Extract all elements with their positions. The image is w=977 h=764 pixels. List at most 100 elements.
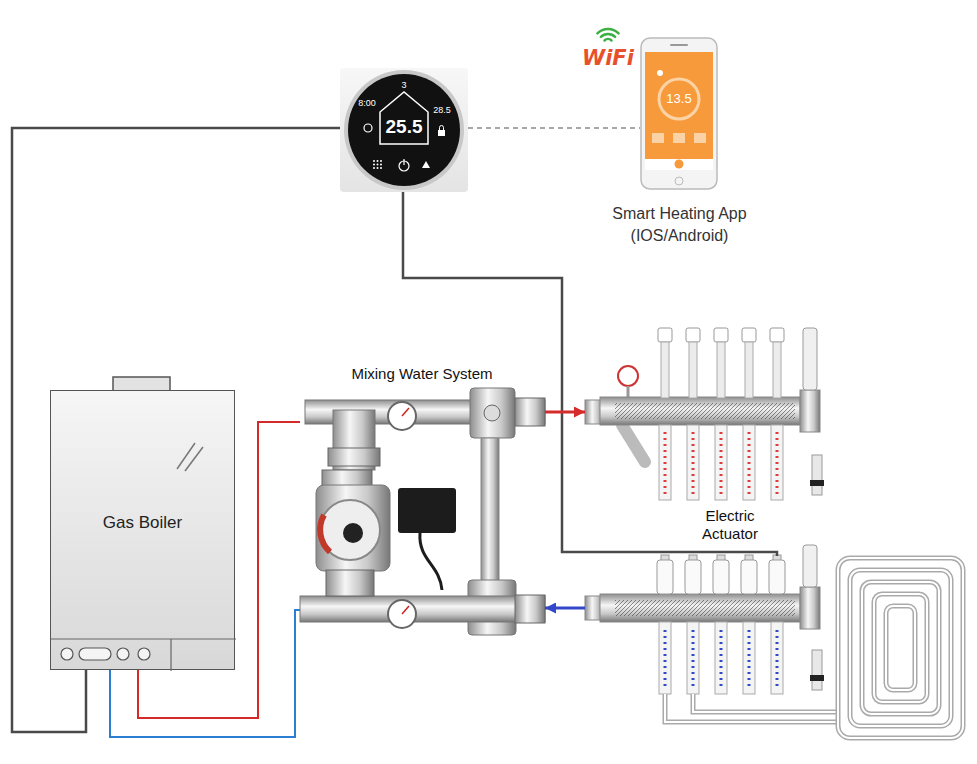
manifold-illustration — [769, 555, 785, 694]
mixing-water-system: Mixing Water System — [300, 362, 545, 645]
smartphone-shape — [645, 159, 713, 170]
floor-heating-coil — [838, 558, 963, 738]
thermostat-unit-shape — [440, 126, 444, 131]
set-temperature: 28.5 — [431, 105, 453, 116]
mixing-unit-illustration — [481, 438, 499, 588]
floor-heating-coil — [862, 582, 939, 714]
mixing-unit-illustration — [300, 388, 545, 635]
mixing-unit-illustration — [484, 405, 500, 421]
manifold-illustration — [600, 594, 800, 622]
floor-heating-coil — [862, 582, 939, 714]
wifi-logo-text: WiFi — [582, 46, 634, 70]
boiler-label: Gas Boiler — [51, 513, 234, 533]
manifold-illustration — [714, 328, 728, 500]
manifold-illustration — [800, 390, 820, 432]
boiler-flue — [113, 377, 170, 391]
thermostat-unit-shape — [348, 74, 460, 186]
mixing-unit-illustration — [320, 500, 380, 560]
smartphone-shape — [675, 160, 684, 169]
smartphone-shape — [640, 37, 718, 190]
mixing-label: Mixing Water System — [322, 365, 522, 383]
channel-number: 3 — [394, 80, 414, 91]
smartphone-shape — [671, 44, 687, 46]
manifold-illustration — [741, 555, 757, 694]
thermostat-unit-shape — [403, 159, 404, 165]
floor-heating-coil — [886, 606, 915, 690]
manifold-illustration — [585, 328, 824, 694]
mixing-unit-illustration — [398, 488, 456, 533]
mixing-unit-illustration — [402, 408, 409, 416]
wifi-signal-icon — [597, 29, 618, 40]
manifold-illustration — [622, 425, 645, 462]
manifold-illustration — [627, 386, 630, 397]
thermostat-unit-shape — [422, 161, 430, 168]
manifold-illustration — [800, 587, 820, 629]
smartphone-shape — [659, 79, 699, 119]
manifold-illustration — [685, 555, 701, 694]
thermostat-unit-shape — [344, 70, 464, 190]
gas-boiler-shape — [79, 648, 111, 660]
thermostat-unit-shape — [373, 167, 375, 169]
app-temperature: 13.5 — [659, 91, 699, 107]
clock-time: 8:00 — [356, 98, 378, 109]
mixing-unit-illustration — [343, 523, 363, 543]
smartphone-shape — [675, 177, 683, 185]
manifold-illustration — [803, 545, 817, 587]
manifold-illustration — [810, 675, 824, 681]
thermostat-unit-shape — [380, 160, 382, 162]
wifi-signal-icon — [605, 39, 612, 40]
thermostat-unit-shape — [364, 124, 372, 132]
floor-heating-coil — [850, 570, 951, 726]
thermostat-unit: 3 8:0025.528.5 — [340, 68, 468, 192]
manifold-illustration — [812, 455, 822, 495]
smartphone-shape — [645, 52, 713, 170]
floor-heating-coil — [693, 694, 838, 712]
manifold-with-actuators: Electric Actuator — [585, 320, 835, 705]
smartphone-shape — [641, 38, 717, 189]
floor-heating-coil — [665, 694, 838, 722]
gas-boiler-shape — [138, 648, 150, 660]
room-temperature: 25.5 — [380, 116, 428, 139]
thermostat-unit-shape — [373, 160, 382, 169]
smartphone: 13.5Smart Heating App (IOS/Android) — [640, 37, 718, 190]
manifold-illustration — [658, 328, 672, 500]
manifold-illustration — [618, 366, 638, 386]
actuator-label: Electric Actuator — [685, 507, 775, 543]
manifold-illustration — [615, 403, 795, 419]
floor-heating-coil — [838, 558, 963, 738]
manifold-illustration — [686, 328, 700, 500]
return-flow-arrow — [545, 607, 585, 610]
thermostat-unit-shape — [377, 160, 379, 162]
mixing-unit-illustration — [388, 402, 416, 430]
manifold-illustration — [812, 650, 822, 690]
manifold-illustration — [770, 328, 784, 500]
smartphone-shape — [652, 133, 664, 143]
mixing-unit-illustration — [470, 388, 515, 438]
floor-heating-coil — [850, 570, 951, 726]
wifi-signal-icon — [601, 34, 615, 37]
gas-boiler-shape — [117, 648, 129, 660]
thermostat-unit-shape — [380, 167, 382, 169]
mixing-unit-illustration — [515, 398, 545, 426]
smartphone-shape — [673, 133, 685, 143]
thermostat-unit-shape — [373, 164, 375, 166]
gas-boiler-shape — [61, 648, 73, 660]
control-wire — [12, 128, 340, 732]
gas-boiler-shape — [170, 639, 171, 671]
floor-heating-coil — [886, 606, 915, 690]
mixing-unit-illustration — [328, 448, 380, 466]
gas-boiler: Gas Boiler — [50, 390, 235, 670]
boiler-flue — [113, 377, 170, 391]
floor-heating-coil — [665, 558, 963, 738]
thermostat-unit-shape — [377, 164, 379, 166]
wifi-link — [468, 127, 640, 129]
floor-heating-coil — [874, 594, 927, 702]
mixing-unit-illustration — [388, 600, 416, 628]
smartphone-shape — [657, 70, 663, 76]
mixing-unit-illustration — [420, 533, 442, 590]
manifold-illustration — [713, 555, 729, 694]
thermostat-unit-shape — [380, 92, 428, 144]
mixing-unit-illustration — [402, 606, 409, 614]
floor-heating-coil — [665, 694, 838, 722]
thermostat-unit-shape — [373, 160, 375, 162]
